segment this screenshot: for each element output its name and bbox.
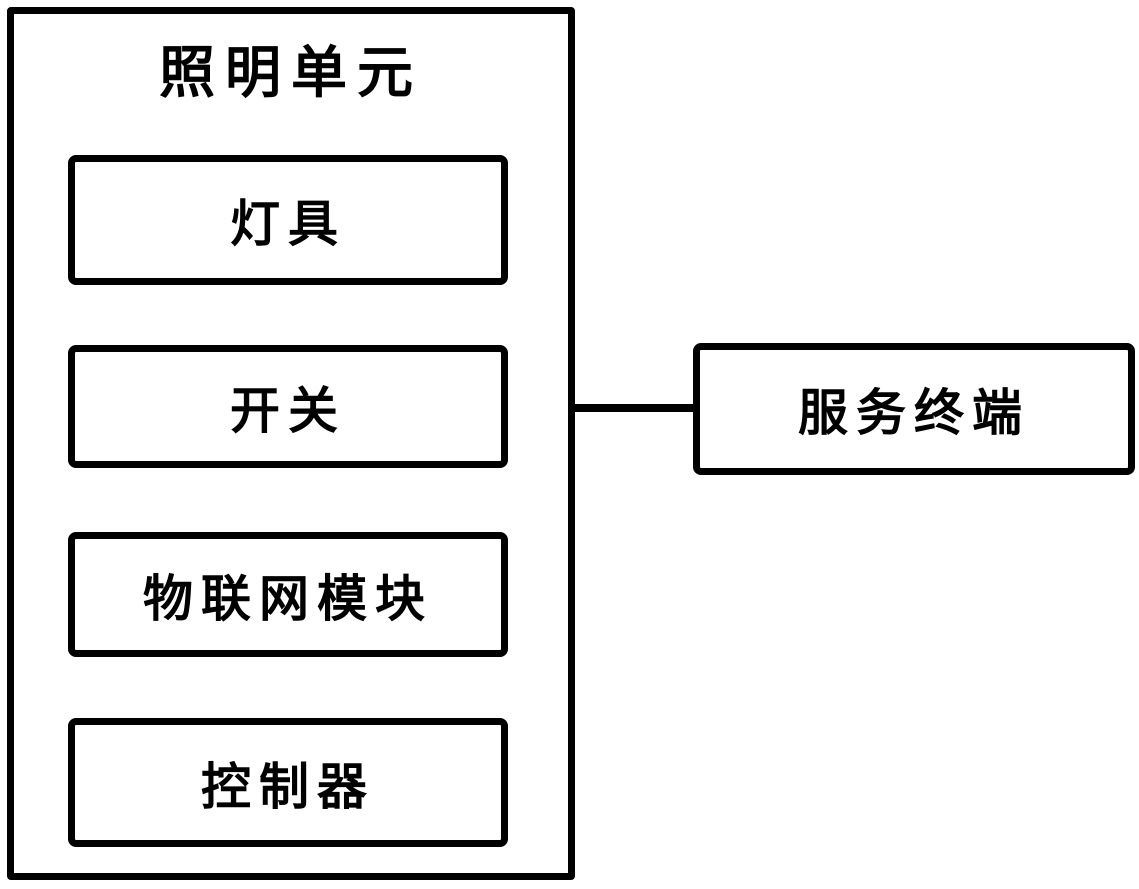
component-box-switch: 开关 (68, 345, 508, 468)
component-box-iot-module: 物联网模块 (68, 532, 508, 657)
connector-line (568, 404, 700, 412)
component-box-controller: 控制器 (68, 718, 508, 847)
component-label-lamp: 灯具 (230, 195, 346, 253)
component-label-iot-module: 物联网模块 (143, 569, 433, 628)
component-box-lamp: 灯具 (68, 155, 508, 285)
service-terminal-box: 服务终端 (693, 343, 1135, 475)
lighting-unit-box: 照明单元 灯具 开关 物联网模块 控制器 (7, 7, 575, 880)
component-label-controller: 控制器 (201, 757, 375, 816)
lighting-unit-title: 照明单元 (159, 41, 423, 106)
service-terminal-label: 服务终端 (798, 384, 1030, 442)
component-label-switch: 开关 (230, 381, 346, 440)
